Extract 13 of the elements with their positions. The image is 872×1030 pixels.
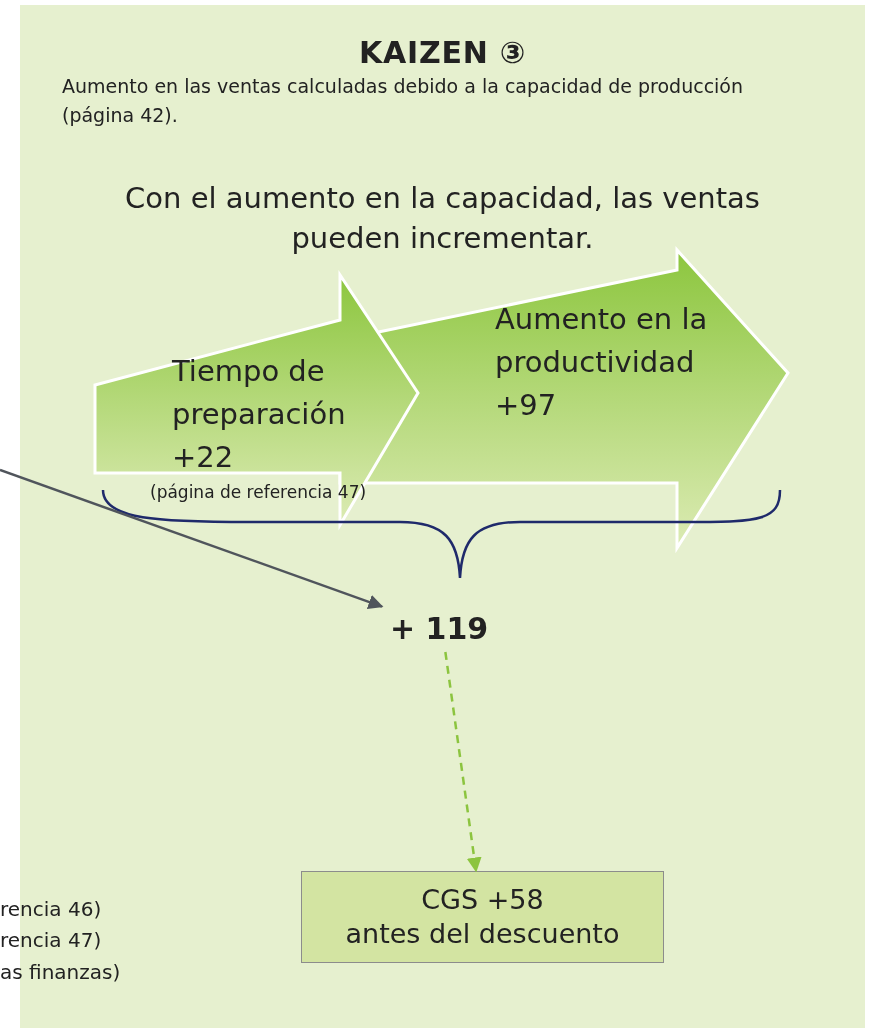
arrow [444, 651, 482, 873]
side-note: rencia 47) [0, 927, 102, 954]
total-value: + 119 [390, 609, 489, 648]
side-note: as finanzas) [0, 959, 121, 986]
arrow-label: Aumento en la productividad +97 [495, 301, 709, 424]
arrow [0, 468, 384, 610]
arrow-label: Tiempo de preparación +22 [172, 353, 347, 476]
result-box: CGS +58 antes del descuento [301, 871, 664, 963]
note-text: Con el aumento en la capacidad, las ventas pueden incrementar. [124, 180, 761, 257]
subtitle: Aumento en las ventas calculadas debido a la capacidad de producción (página 42). [62, 74, 745, 128]
page-reference: (página de referencia 47) [150, 481, 367, 504]
title: KAIZEN ③ [358, 34, 527, 72]
side-note: rencia 46) [0, 896, 102, 923]
